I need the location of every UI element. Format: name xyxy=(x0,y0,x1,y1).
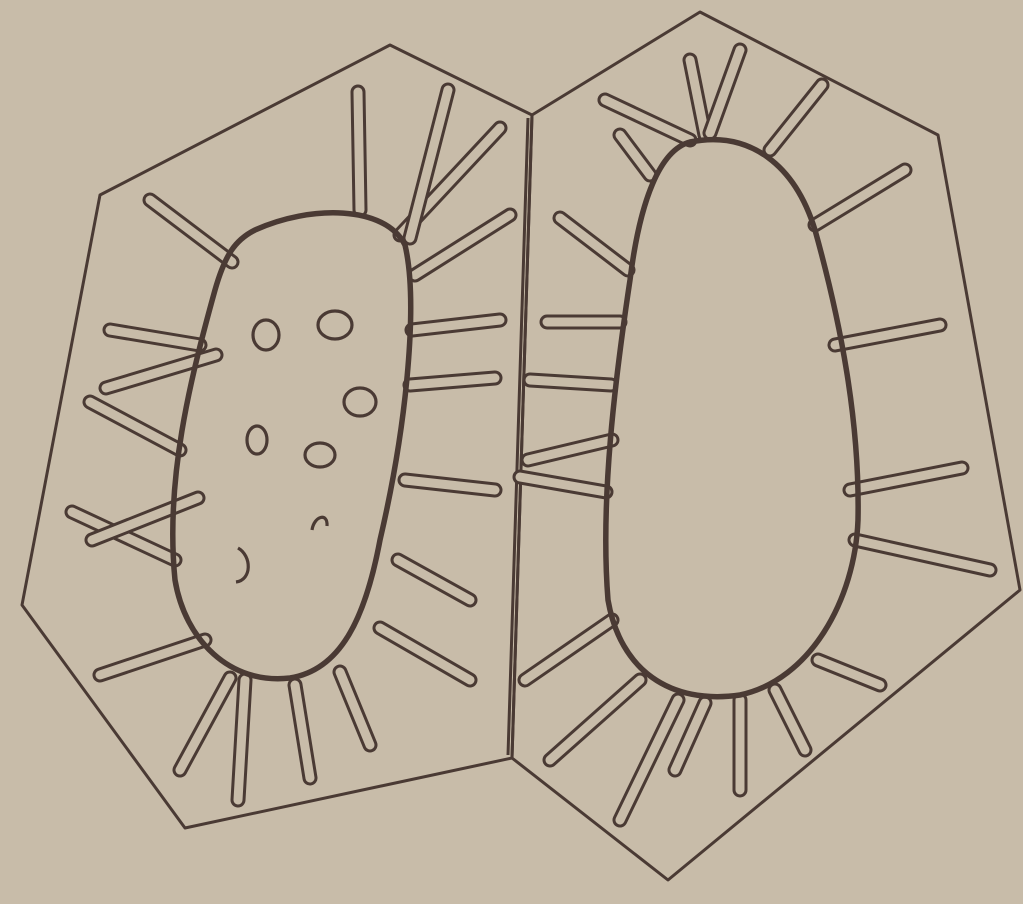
pit-canal xyxy=(358,92,360,210)
left-cell-granules xyxy=(236,311,376,582)
granule xyxy=(253,320,279,350)
granule xyxy=(247,426,267,454)
pit-canal xyxy=(528,440,612,460)
pit-canal xyxy=(180,678,230,770)
pit-canal xyxy=(100,640,205,675)
pit-canal xyxy=(410,378,495,385)
pit-canal xyxy=(850,468,962,490)
pit-canal xyxy=(110,330,200,345)
pit-canal xyxy=(815,170,905,225)
pit-canal xyxy=(340,672,370,745)
pit-canal xyxy=(410,90,448,238)
pit-canal xyxy=(560,218,628,270)
right-cell-pit-canals xyxy=(520,50,990,820)
pit-canal xyxy=(855,540,990,570)
pit-canal xyxy=(525,620,612,680)
left-cell-lumen xyxy=(173,213,411,679)
pit-canal xyxy=(238,680,245,800)
granule xyxy=(318,311,352,339)
pit-canal xyxy=(415,215,510,275)
pit-canal xyxy=(412,320,500,330)
pit-canal xyxy=(550,680,640,760)
pit-canal xyxy=(818,660,880,685)
left-cell-wall xyxy=(22,45,532,828)
pit-canal xyxy=(150,200,232,262)
pit-canal xyxy=(92,498,198,540)
pit-canal xyxy=(620,700,678,820)
right-stone-cell xyxy=(512,12,1020,880)
left-cell-pit-canals xyxy=(72,90,510,800)
granule xyxy=(344,388,376,416)
pit-canal xyxy=(775,690,805,750)
pit-canal xyxy=(710,50,740,133)
pit-canal xyxy=(90,402,180,450)
pit-canal xyxy=(770,85,822,150)
pit-canal xyxy=(380,628,470,680)
pit-canal xyxy=(620,135,650,175)
granule xyxy=(312,517,327,530)
pit-canal xyxy=(530,380,611,385)
pit-canal xyxy=(398,560,470,600)
pit-canal xyxy=(520,477,606,492)
pit-canal xyxy=(405,480,495,490)
granule xyxy=(305,443,335,467)
pit-canal xyxy=(835,325,940,345)
pit-canal xyxy=(690,60,705,135)
left-stone-cell xyxy=(22,45,532,828)
granule xyxy=(236,548,248,582)
pit-canal xyxy=(295,685,310,778)
